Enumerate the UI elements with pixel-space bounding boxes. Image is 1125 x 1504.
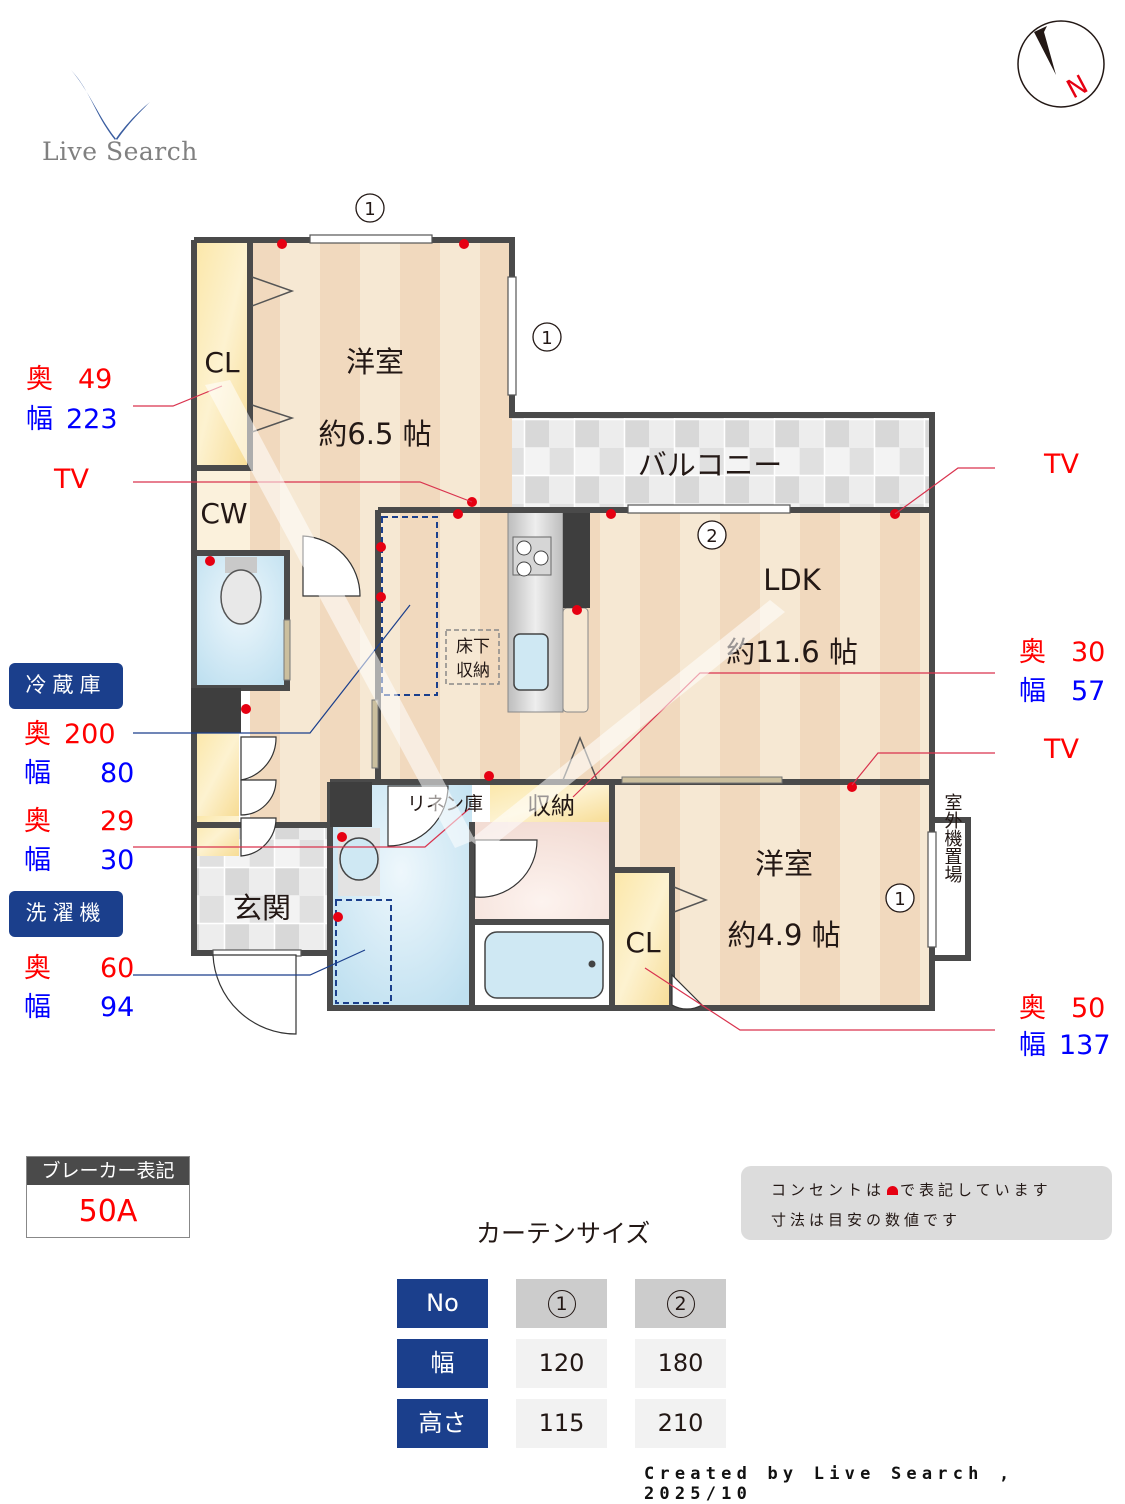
- windows: [212, 234, 937, 957]
- closet-1-label: CL: [204, 346, 240, 379]
- note-line1-before: コンセントは: [771, 1181, 886, 1199]
- leader-lines: [133, 385, 995, 1031]
- entrance-label: 玄関: [233, 891, 291, 925]
- toilet-bowl-icon: [220, 569, 262, 625]
- floor-plan: 洋室 約6.5 帖 バルコニー LDK 約11.6 帖 洋室 約4.9 帖 玄関…: [133, 193, 995, 1035]
- bathtub-icon: [484, 931, 604, 999]
- ldk-floor: [378, 510, 932, 782]
- bathtub-drain-icon: [588, 960, 596, 968]
- kitchen-sink-icon: [513, 633, 549, 691]
- breaker-box: ブレーカー表記 50A: [26, 1156, 190, 1238]
- breaker-title: ブレーカー表記: [27, 1157, 189, 1185]
- room-name-ldk: LDK: [763, 563, 821, 597]
- sink-icon: [339, 837, 379, 881]
- toilet-sliding-door: [283, 619, 291, 681]
- outlet-icon: [887, 1186, 899, 1195]
- curtain-size-title: カーテンサイズ: [476, 1219, 651, 1248]
- western-room-1-floor: [250, 240, 512, 515]
- fridge-space: [381, 516, 438, 696]
- window-marker-right-upper: 1: [541, 328, 552, 349]
- note-line2: 寸法は目安の数値です: [771, 1211, 962, 1229]
- curtain-width-2: 180: [635, 1339, 726, 1388]
- kitchen-side-counter: [562, 607, 589, 713]
- curtain-row-height-label: 高さ: [397, 1399, 488, 1448]
- pipe-shaft-1: [191, 688, 241, 733]
- curtain-col-1: 1: [516, 1279, 607, 1328]
- room-name-western-1: 洋室: [346, 345, 404, 379]
- window-marker-balcony: 2: [706, 526, 717, 547]
- closet-2-label: CL: [625, 926, 661, 959]
- room-size-western-2: 約4.9 帖: [727, 918, 840, 952]
- compass: N: [1016, 20, 1106, 110]
- curtain-height-1: 115: [516, 1399, 607, 1448]
- curtain-row-width-label: 幅: [397, 1339, 488, 1388]
- toilet-tank-icon: [225, 557, 257, 573]
- underfloor-label-1: 床下: [456, 637, 490, 657]
- curtain-width-1: 120: [516, 1339, 607, 1388]
- curtain-col-2: 2: [635, 1279, 726, 1328]
- curtain-header-no: No: [397, 1279, 488, 1328]
- closet-2: [614, 870, 672, 1010]
- sliding-door: [621, 776, 783, 784]
- breaker-value: 50A: [27, 1185, 189, 1237]
- notes-box: コンセントはで表記しています 寸法は目安の数値です: [741, 1166, 1112, 1240]
- walk-closet-label: CW: [200, 497, 247, 530]
- brand-logo-text: Live Search: [42, 137, 198, 166]
- outdoor-unit-label: 室外機置場: [942, 793, 963, 884]
- watermark: [205, 380, 785, 852]
- room-name-western-2: 洋室: [755, 847, 813, 881]
- washer-tag: 洗濯機: [9, 891, 123, 937]
- window-marker-top: 1: [364, 199, 375, 220]
- pipe-shaft-2: [330, 782, 372, 827]
- underfloor-storage: [445, 629, 500, 685]
- tv-label-left: TV: [54, 464, 89, 495]
- balcony-floor: [512, 415, 932, 510]
- note-line1-after: で表記しています: [900, 1181, 1052, 1199]
- window-marker-right-lower: 1: [894, 889, 905, 910]
- brand-logo: [40, 60, 200, 170]
- logo-check-icon: [71, 70, 150, 140]
- window-markers: 1 1 2 1: [355, 193, 915, 913]
- sliding-door-hall: [371, 699, 379, 769]
- curtain-height-2: 210: [635, 1399, 726, 1448]
- kitchen-pillar: [563, 510, 590, 608]
- balcony-label: バルコニー: [638, 448, 782, 482]
- washer-space: [335, 899, 392, 1004]
- tv-label-right-mid: TV: [1044, 734, 1079, 765]
- footer-credit: Created by Live Search , 2025/10: [644, 1464, 1015, 1504]
- fridge-tag: 冷蔵庫: [9, 663, 123, 709]
- compass-needle-icon: [1034, 26, 1056, 75]
- room-size-western-1: 約6.5 帖: [318, 417, 431, 451]
- shoe-closet-upper: [194, 733, 239, 816]
- tv-label-right-top: TV: [1044, 449, 1079, 480]
- underfloor-label-2: 収納: [456, 661, 490, 681]
